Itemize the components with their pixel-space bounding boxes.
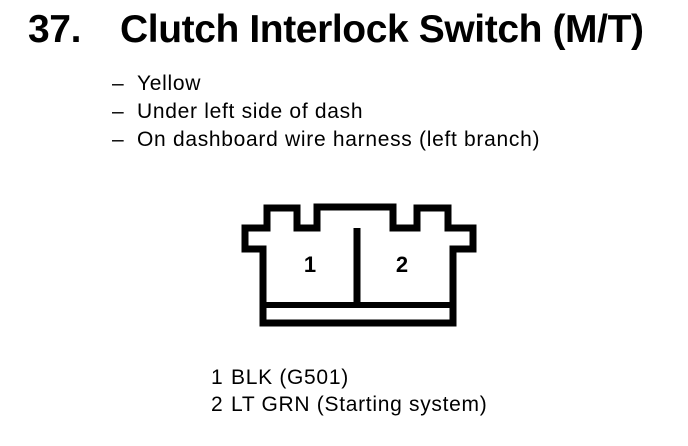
connector-details-list: – Yellow – Under left side of dash – On …	[112, 70, 540, 154]
bullet-dash: –	[112, 72, 125, 95]
section-header: 37. Clutch Interlock Switch (M/T)	[28, 10, 644, 50]
bullet-dash: –	[112, 128, 125, 151]
connector-figure: 1 2	[238, 200, 478, 330]
legend-row-pin-2: 2 LT GRN (Starting system)	[211, 391, 487, 418]
page-title: Clutch Interlock Switch (M/T)	[120, 8, 644, 51]
cavity-1-label: 1	[304, 252, 316, 277]
pin-wire: LT GRN (Starting system)	[231, 392, 488, 416]
pin-legend: 1 BLK (G501) 2 LT GRN (Starting system)	[211, 364, 487, 418]
connector-front-view-diagram: 1 2	[241, 203, 477, 327]
pin-wire: BLK (G501)	[231, 365, 349, 389]
cavity-2-label: 2	[396, 252, 408, 277]
list-item: – Yellow	[112, 70, 540, 98]
legend-row-pin-1: 1 BLK (G501)	[211, 364, 487, 391]
bullet-dash: –	[112, 100, 125, 123]
detail-harness: On dashboard wire harness (left branch)	[137, 128, 541, 151]
list-item: – Under left side of dash	[112, 98, 540, 126]
pin-number: 1	[211, 365, 224, 389]
pin-number: 2	[211, 392, 224, 416]
detail-location: Under left side of dash	[137, 100, 364, 123]
detail-color: Yellow	[137, 72, 202, 95]
list-item: – On dashboard wire harness (left branch…	[112, 126, 540, 154]
section-number: 37.	[28, 8, 82, 51]
